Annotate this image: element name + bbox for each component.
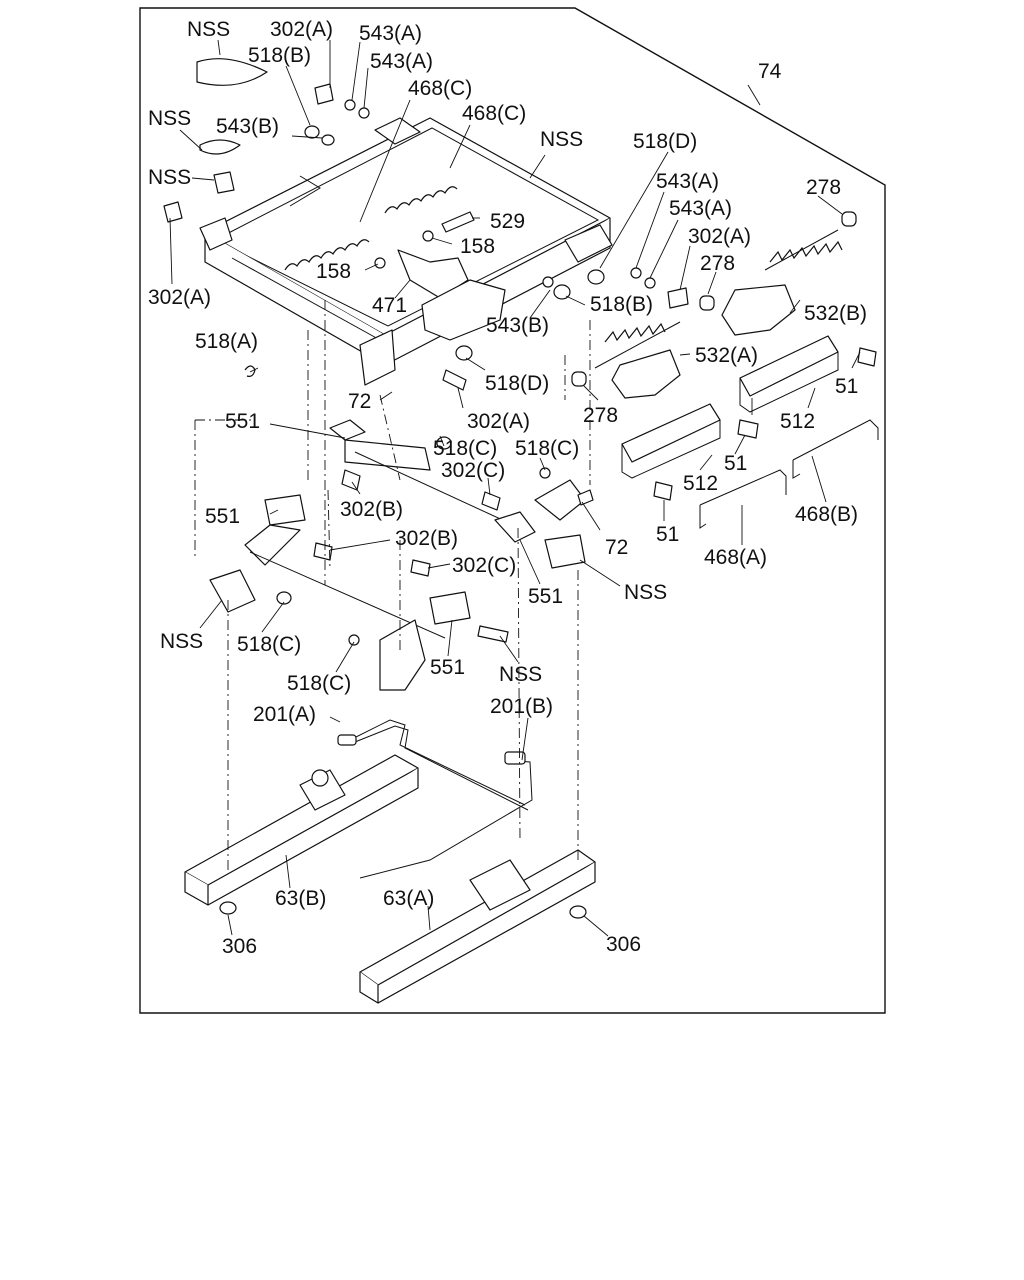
part-label-518c: 518(C) [287, 672, 351, 695]
part-label-72: 72 [348, 390, 371, 413]
part-label-543b: 543(B) [216, 115, 279, 138]
part-label-529: 529 [490, 210, 525, 233]
part-label-543a: 543(A) [370, 50, 433, 73]
part-label-532b: 532(B) [804, 302, 867, 325]
part-label-532a: 532(A) [695, 344, 758, 367]
part-label-nss: NSS [624, 581, 667, 604]
part-label-306: 306 [222, 935, 257, 958]
part-labels: 74 NSS 302(A) 543(A) 518(B) 543(A) 468(C… [148, 18, 867, 958]
part-label-543a: 543(A) [359, 22, 422, 45]
part-label-72: 72 [605, 536, 628, 559]
part-label-302a: 302(A) [270, 18, 333, 41]
part-label-51: 51 [724, 452, 747, 475]
seat-rails [184, 754, 596, 1004]
part-label-518c: 518(C) [515, 437, 579, 460]
part-label-nss: NSS [499, 663, 542, 686]
part-label-201a: 201(A) [253, 703, 316, 726]
part-label-158: 158 [316, 260, 351, 283]
part-label-nss: NSS [187, 18, 230, 41]
part-label-51: 51 [835, 375, 858, 398]
part-label-512: 512 [683, 472, 718, 495]
part-label-nss: NSS [540, 128, 583, 151]
leader-lines [169, 39, 861, 937]
part-label-543b: 543(B) [486, 314, 549, 337]
side-covers [621, 335, 879, 529]
part-label-518d: 518(D) [633, 130, 697, 153]
part-label-306: 306 [606, 933, 641, 956]
part-label-302c: 302(C) [452, 554, 516, 577]
part-label-518d: 518(D) [485, 372, 549, 395]
assembly-ref-label: 74 [758, 60, 782, 83]
part-label-518c: 518(C) [237, 633, 301, 656]
part-label-158: 158 [460, 235, 495, 258]
part-label-518c: 518(C) [433, 437, 497, 460]
fasteners [163, 58, 877, 646]
part-label-51: 51 [656, 523, 679, 546]
part-label-543a: 543(A) [656, 170, 719, 193]
part-label-nss: NSS [148, 107, 191, 130]
upper-seat-frame [199, 117, 613, 386]
part-label-551: 551 [430, 656, 465, 679]
part-label-302c: 302(C) [441, 459, 505, 482]
part-label-278: 278 [806, 176, 841, 199]
part-label-468b: 468(B) [795, 503, 858, 526]
part-label-518b: 518(B) [248, 44, 311, 67]
release-cables [337, 719, 533, 879]
part-label-nss: NSS [148, 166, 191, 189]
part-label-518b: 518(B) [590, 293, 653, 316]
part-label-518a: 518(A) [195, 330, 258, 353]
part-label-302a: 302(A) [148, 286, 211, 309]
part-label-551: 551 [205, 505, 240, 528]
part-label-468c: 468(C) [408, 77, 472, 100]
part-label-302a: 302(A) [688, 225, 751, 248]
part-label-63b: 63(B) [275, 887, 326, 910]
diagram-frame [139, 7, 886, 1014]
part-label-63a: 63(A) [383, 887, 434, 910]
alignment-lines [194, 300, 591, 870]
part-label-543a: 543(A) [669, 197, 732, 220]
part-label-512: 512 [780, 410, 815, 433]
lift-mechanism [209, 419, 586, 691]
part-label-278: 278 [700, 252, 735, 275]
part-label-551: 551 [528, 585, 563, 608]
part-label-551: 551 [225, 410, 260, 433]
release-handles [571, 211, 857, 399]
part-label-468c: 468(C) [462, 102, 526, 125]
part-label-302a: 302(A) [467, 410, 530, 433]
part-label-nss: NSS [160, 630, 203, 653]
part-label-471: 471 [372, 294, 407, 317]
part-label-201b: 201(B) [490, 695, 553, 718]
part-label-468a: 468(A) [704, 546, 767, 569]
part-label-278: 278 [583, 404, 618, 427]
part-label-302b: 302(B) [395, 527, 458, 550]
part-label-302b: 302(B) [340, 498, 403, 521]
